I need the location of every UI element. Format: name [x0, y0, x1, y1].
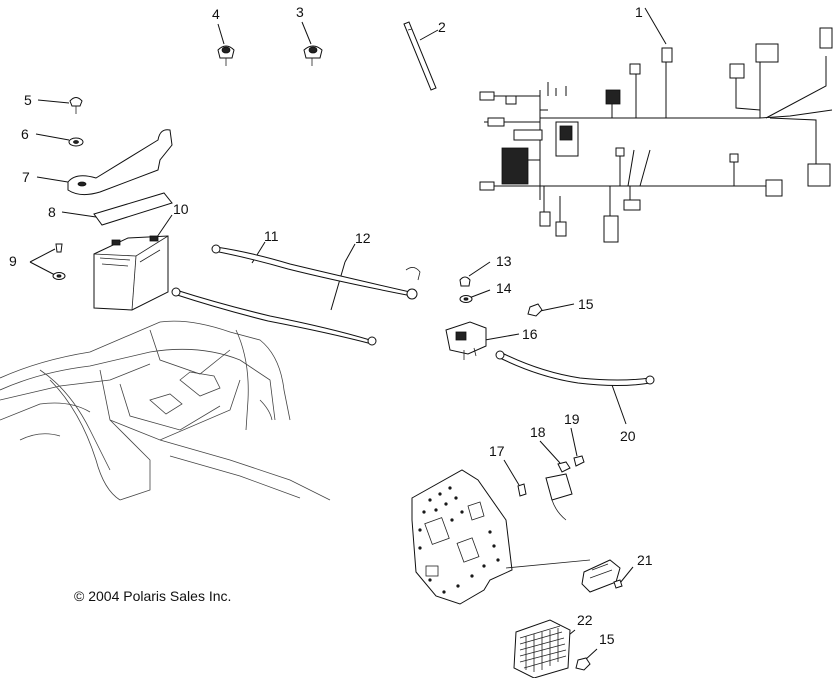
nut-part-15-lower	[575, 657, 591, 671]
callout-7: 7	[22, 169, 30, 185]
finned-module-part-22	[513, 619, 571, 678]
callout-15-lower: 15	[599, 631, 615, 647]
callout-20: 20	[620, 428, 636, 444]
cable-part-20	[495, 350, 655, 386]
callout-15: 15	[578, 296, 594, 312]
callout-9: 9	[9, 253, 17, 269]
nut-part-15	[527, 303, 543, 317]
solenoid-part-16	[445, 321, 487, 360]
washer-part-14	[459, 295, 473, 303]
screw-part-13	[459, 276, 471, 287]
callout-10: 10	[173, 201, 189, 217]
callout-17: 17	[489, 443, 505, 459]
leader-lines	[29, 7, 667, 661]
harness-connectors	[479, 27, 833, 243]
bolts-part-9	[52, 243, 66, 280]
copyright-text: © 2004 Polaris Sales Inc.	[74, 588, 231, 604]
callout-1: 1	[635, 4, 643, 20]
callout-2: 2	[438, 19, 446, 35]
battery-cable-part-11	[211, 244, 421, 300]
callout-19: 19	[564, 411, 580, 427]
grommet-part-4	[217, 45, 235, 66]
wire-harness-part-1	[479, 27, 833, 243]
callout-5: 5	[24, 92, 32, 108]
fastener-part-17	[517, 483, 527, 497]
callout-21: 21	[637, 552, 653, 568]
washer-part-6	[68, 137, 84, 147]
callout-13: 13	[496, 253, 512, 269]
battery-part-10	[93, 235, 169, 311]
callout-18: 18	[530, 424, 546, 440]
callout-8: 8	[48, 204, 56, 220]
callout-labels: 1 2 3 4 5 6 7 8 9 10 11 12 13 14 15 16 1…	[9, 4, 653, 647]
mounting-plate	[411, 469, 591, 605]
vehicle-frame	[0, 320, 331, 501]
regulator-part-21	[581, 559, 623, 593]
battery-pad-part-8	[93, 192, 173, 226]
screw-part-5	[69, 97, 83, 114]
module-fins	[519, 625, 567, 672]
ground-cable-part-12	[171, 287, 377, 346]
grommet-part-3	[303, 45, 323, 66]
relay-connector	[545, 473, 573, 521]
nut-part-18	[557, 461, 571, 473]
callout-12: 12	[355, 230, 371, 246]
callout-3: 3	[296, 4, 304, 20]
nut-part-19	[573, 455, 585, 467]
hold-down-bracket-part-7	[67, 129, 173, 196]
cable-tie-part-2	[403, 21, 437, 91]
callout-16: 16	[522, 326, 538, 342]
callout-11: 11	[264, 228, 279, 244]
callout-22: 22	[577, 612, 593, 628]
callout-6: 6	[21, 126, 29, 142]
callout-14: 14	[496, 280, 512, 296]
plate-holes	[418, 486, 500, 594]
callout-4: 4	[212, 6, 220, 22]
